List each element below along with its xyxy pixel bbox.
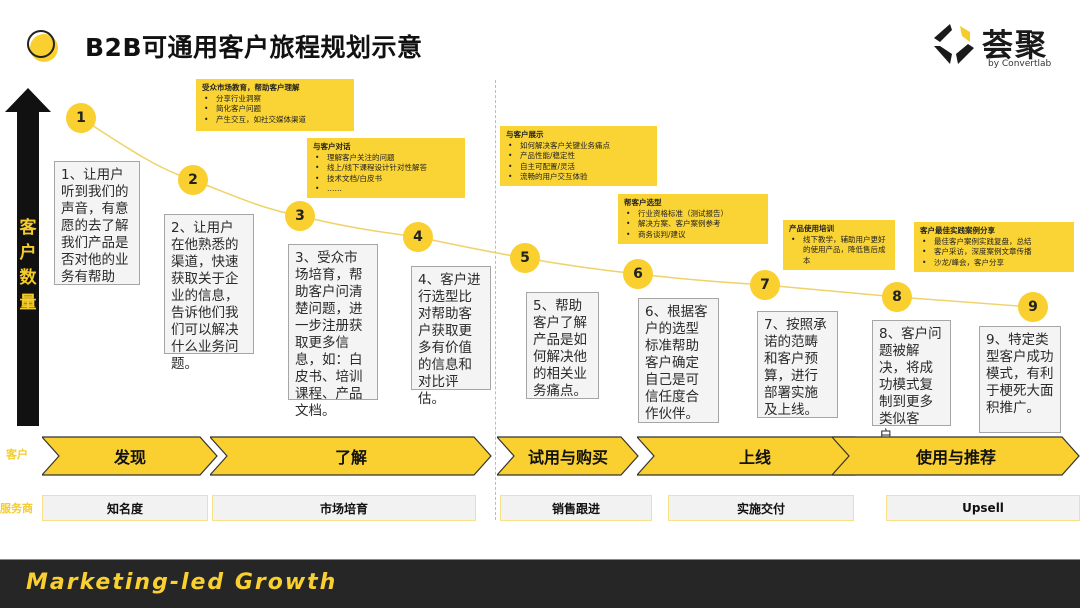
provider-market-nurture: 市场培育	[212, 495, 476, 521]
logo-tagline: by Convertlab	[988, 59, 1052, 69]
step-description-6: 6、根据客户的选型标准帮助客户确定自己是可信任度合作伙伴。	[638, 298, 719, 423]
axis-label-customer-count: 客 户 数 量	[19, 218, 37, 313]
step-description-9: 9、特定类型客户成功模式，有利于梗死大面积推广。	[979, 326, 1061, 433]
stage-label: 试用与购买	[527, 448, 608, 467]
stage-label: 了解	[334, 448, 367, 467]
provider-sales-followup: 销售跟进	[500, 495, 652, 521]
stage-label: 发现	[113, 448, 146, 467]
note-customer-demo: 与客户展示 如何解决客户关键业务痛点 产品性能/稳定性 自主可配置/灵活 流畅的…	[500, 126, 657, 186]
step-description-1: 1、让用户听到我们的声音，有意愿的去了解我们产品是否对他的业务有帮助	[54, 161, 140, 285]
step-description-8: 8、客户问题被解决，将成功模式复制到更多类似客户。	[872, 320, 951, 444]
note-product-training: 产品使用培训 线下教学，辅助用户更好的使用产品，降低售后成本	[783, 220, 895, 270]
provider-implementation: 实施交付	[668, 495, 854, 521]
step-marker-9: 9	[1018, 292, 1048, 322]
step-marker-7: 7	[750, 270, 780, 300]
brand-logo: 荟聚 by Convertlab	[930, 18, 1070, 74]
step-marker-4: 4	[403, 222, 433, 252]
phase-divider	[495, 80, 496, 520]
step-marker-1: 1	[66, 103, 96, 133]
step-description-2: 2、让用户在他熟悉的渠道，快速获取关于企业的信息，告诉他们我们可以解决什么业务问…	[164, 214, 254, 372]
step-description-7: 7、按照承诺的范畴和客户预算，进行部署实施及上线。	[757, 311, 838, 418]
note-market-education: 受众市场教育，帮助客户理解 分享行业洞察 简化客户问题 产生交互，如社交媒体渠道	[196, 79, 354, 131]
logo-name-cn: 荟聚	[982, 28, 1048, 64]
step-description-4: 4、客户进行选型比对帮助客户获取更多有价值的信息和对比评估。	[411, 266, 491, 407]
note-selection-help: 帮客户选型 行业资格标准（测试报告） 解决方案、客户案例参考 商务谈判/建议	[618, 194, 768, 244]
footer-banner: Marketing-led Growth	[0, 559, 1080, 608]
note-best-practice: 客户最佳实践案例分享 最佳客户案例实践复盘，总结 客户采访，深度案例文章传播 沙…	[914, 222, 1074, 272]
stage-trial-purchase: 试用与购买	[497, 436, 639, 476]
step-marker-5: 5	[510, 243, 540, 273]
row-label-provider: 服务商	[0, 502, 33, 515]
stage-understand: 了解	[210, 436, 492, 476]
step-description-3: 3、受众市场培育，帮助客户问清楚问题，进一步注册获取更多信息，如：白皮书、培训课…	[288, 244, 378, 419]
convertlab-logo-icon	[934, 24, 974, 64]
step-marker-2: 2	[178, 165, 208, 195]
stage-use-recommend: 使用与推荐	[832, 436, 1080, 476]
arrow-up-icon	[5, 88, 51, 426]
step-description-5: 5、帮助客户了解产品是如何解决他的相关业务痛点。	[526, 292, 599, 399]
footer-slogan: Marketing-led Growth	[26, 570, 338, 595]
provider-awareness: 知名度	[42, 495, 208, 521]
note-customer-dialogue: 与客户对话 理解客户关注的问题 线上/线下课程设计针对性解答 技术文档/白皮书 …	[307, 138, 465, 198]
page-title: B2B可通用客户旅程规划示意	[85, 33, 423, 62]
row-label-customer: 客户	[6, 448, 28, 461]
provider-upsell: Upsell	[886, 495, 1080, 521]
step-marker-3: 3	[285, 201, 315, 231]
step-marker-8: 8	[882, 282, 912, 312]
stage-go-live: 上线	[637, 436, 873, 476]
stage-label: 使用与推荐	[915, 448, 996, 467]
step-marker-6: 6	[623, 259, 653, 289]
title-bullet-icon	[27, 30, 58, 62]
stage-discover: 发现	[42, 436, 218, 476]
stage-label: 上线	[738, 448, 771, 467]
